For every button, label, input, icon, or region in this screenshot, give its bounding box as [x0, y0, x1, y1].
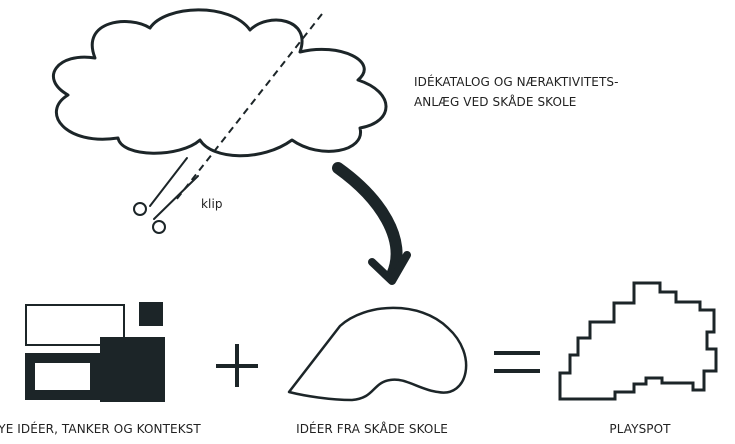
playspot-outline — [558, 281, 718, 401]
ideas-blob-shape — [287, 306, 468, 402]
scissors-icon — [133, 157, 199, 234]
catalog-title: IDÉKATALOG OG NÆRAKTIVITETS- ANLÆG VED S… — [414, 72, 619, 112]
catalog-title-line-2: ANLÆG VED SKÅDE SKOLE — [414, 95, 577, 109]
caption-playspot: PLAYSPOT — [609, 422, 671, 436]
down-arrow — [332, 162, 411, 285]
caption-school-ideas: IDÉER FRA SKÅDE SKOLE — [296, 422, 448, 436]
caption-context: NYE IDÉER, TANKER OG KONTEKST — [0, 422, 201, 436]
cloud-shape — [52, 8, 388, 158]
outline-rectangle-large — [25, 304, 125, 346]
clip-label: klip — [201, 197, 223, 211]
small-square — [139, 302, 163, 326]
solid-square — [100, 337, 165, 402]
catalog-title-line-1: IDÉKATALOG OG NÆRAKTIVITETS- — [414, 75, 619, 89]
cut-line — [175, 13, 323, 201]
plus-sign — [216, 344, 258, 387]
equals-sign — [494, 351, 540, 373]
context-collage — [25, 302, 165, 402]
